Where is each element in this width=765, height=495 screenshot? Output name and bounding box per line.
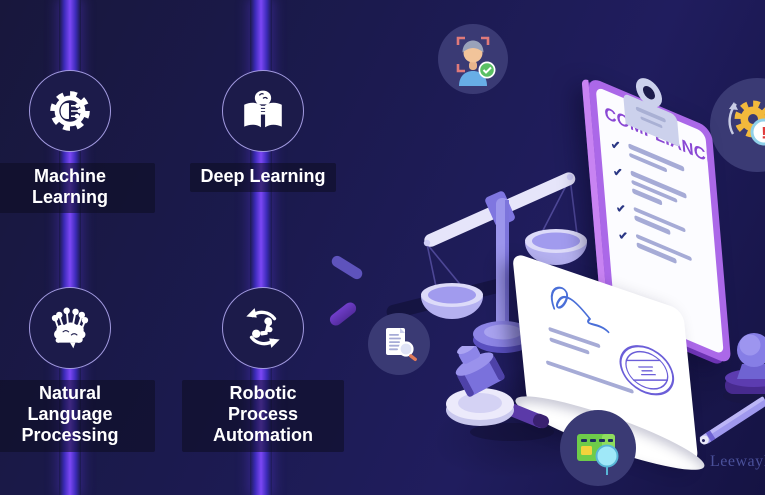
scroll-paper	[512, 252, 699, 467]
checkmark-icon: ✓	[611, 161, 625, 183]
checkmark-icon: ✓	[609, 134, 623, 156]
machine-learning-circle	[29, 70, 111, 152]
pen	[699, 396, 765, 445]
tech-item-deep-learning: Deep Learning	[178, 70, 348, 193]
rpa-circle	[222, 287, 304, 369]
nlp-circle	[29, 287, 111, 369]
checkmark-icon: ✓	[614, 197, 628, 219]
clip-icon	[623, 78, 680, 147]
nlp-label: Natural Language Processing	[0, 380, 155, 452]
tech-item-machine-learning: Machine Learning	[0, 70, 155, 214]
robotic-process-icon	[246, 308, 280, 348]
signed-document-scroll	[512, 252, 699, 467]
document-search-badge	[368, 313, 430, 375]
tech-item-rpa: Robotic Process Automation	[178, 287, 348, 452]
brain-network-icon	[51, 307, 89, 349]
face-scan-icon	[456, 36, 496, 86]
document-search-icon	[386, 328, 417, 362]
watermark: LeewayH	[710, 453, 765, 470]
clipboard-clip	[612, 60, 689, 151]
gavel	[446, 346, 554, 441]
scales-of-justice	[421, 172, 587, 353]
checkmark-icon: ✓	[616, 224, 630, 246]
tech-item-nlp: Natural Language Processing	[0, 287, 155, 452]
deco-stick	[329, 253, 365, 282]
scroll-content	[546, 286, 675, 396]
warning-exclamation: !	[761, 124, 765, 143]
gear-warning-icon: !	[728, 100, 765, 146]
deep-learning-circle	[222, 70, 304, 152]
compliance-clipboard: COMPLIANCE ✓ ✓ ✓	[588, 76, 732, 366]
gear-brain-icon	[50, 91, 90, 131]
face-scan-badge	[438, 24, 508, 94]
card-search-icon	[577, 434, 619, 475]
card-search-badge	[560, 410, 636, 486]
machine-learning-label: Machine Learning	[0, 163, 155, 214]
book-lightbulb-icon	[244, 90, 282, 128]
gear-warning-badge: !	[710, 78, 765, 172]
rpa-label: Robotic Process Automation	[182, 380, 344, 452]
rubber-stamp	[723, 333, 765, 404]
deep-learning-label: Deep Learning	[190, 163, 336, 193]
